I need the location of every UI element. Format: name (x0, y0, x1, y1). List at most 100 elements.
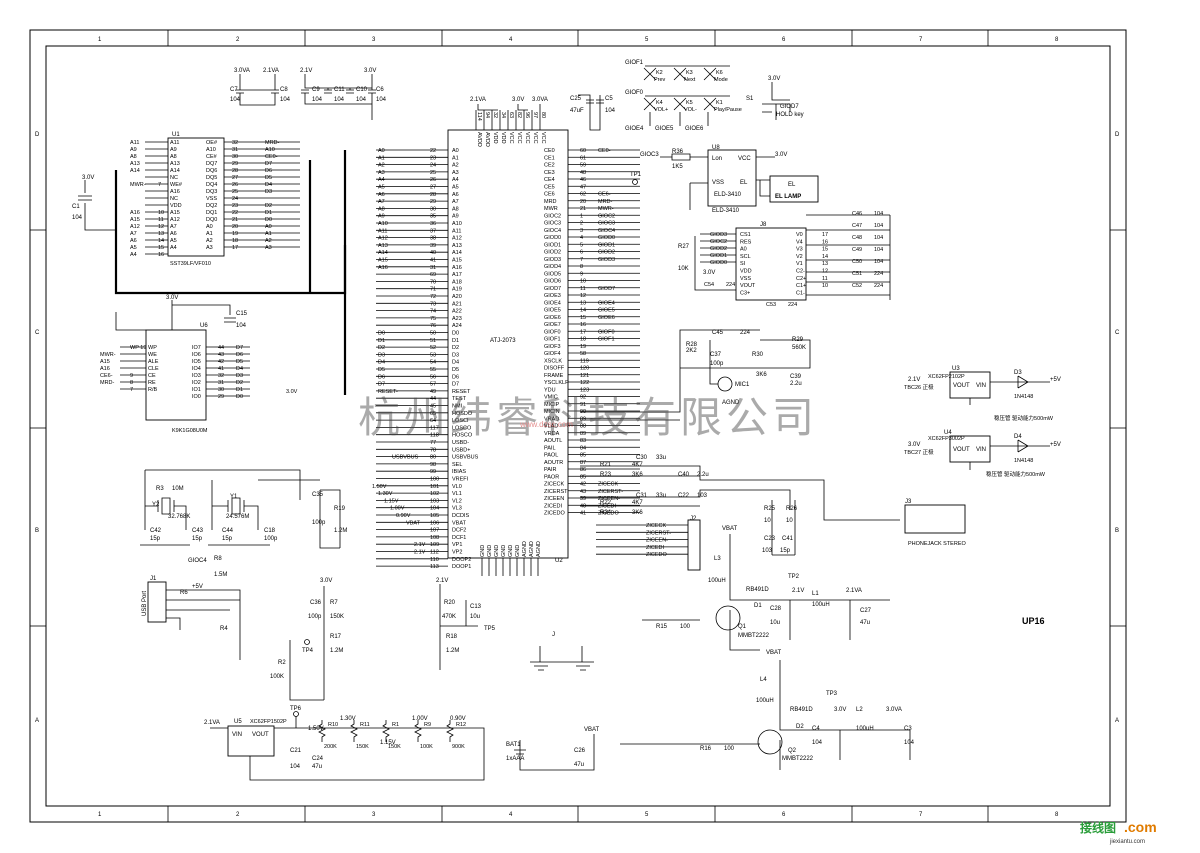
pin-number: 23 (232, 203, 238, 209)
svg-text:C30: C30 (636, 455, 648, 461)
svg-text:R2: R2 (278, 660, 286, 666)
cap-value: 104 (874, 259, 883, 265)
svg-text:PHONEJACK STEREO: PHONEJACK STEREO (908, 541, 966, 547)
pin-number: 83 (580, 438, 586, 444)
pin-name: CLE (148, 366, 159, 372)
pin-name: ZICEDO (544, 511, 566, 517)
svg-text:2K2: 2K2 (686, 348, 697, 354)
pin-number: 16 (580, 322, 586, 328)
cap-c1 (78, 180, 116, 231)
svg-text:XC62FP2102P: XC62FP2102P (928, 374, 965, 380)
pin-name: A4 (452, 177, 459, 183)
svg-text:2.1VA: 2.1VA (470, 97, 486, 103)
svg-text:R22: R22 (600, 500, 612, 506)
net-label: RESET- (378, 389, 398, 395)
svg-text:Q2: Q2 (788, 748, 797, 754)
pin-name: VLAD (544, 424, 558, 430)
col-label: 3 (372, 37, 376, 43)
pin-name: D3 (452, 352, 459, 358)
pin-name: D4 (452, 360, 459, 366)
svg-text:接线图: 接线图 (1080, 820, 1116, 835)
pin-name: PAIL (544, 445, 556, 451)
svg-text:104: 104 (290, 764, 301, 770)
transistor-q1 (715, 605, 741, 631)
ground-links: J (530, 632, 594, 671)
pin-number: 103 (430, 498, 439, 504)
pin-number: 27 (232, 175, 238, 181)
resistor-symbol (414, 720, 422, 742)
svg-text:AGND: AGND (722, 400, 740, 406)
svg-text:3.0V: 3.0V (775, 152, 787, 158)
pin-name: CE0 (544, 148, 555, 154)
pin-name: VDD (170, 203, 182, 209)
svg-text:10: 10 (786, 518, 793, 524)
net-label: MWR- (130, 182, 146, 188)
cap-value: 224 (874, 283, 883, 289)
pin-name: GIOF4 (544, 351, 561, 357)
pin-name: IO7 (192, 345, 201, 351)
hold-switch-s1: 3.0V S1 GIOD7 HOLD key (746, 76, 804, 120)
svg-text:100uH: 100uH (756, 698, 774, 704)
pin-name: VMIC (544, 395, 558, 401)
key-switch (643, 97, 657, 111)
pin-name: V2 (796, 254, 803, 260)
transistor-q2 (757, 729, 783, 755)
svg-text:15p: 15p (192, 536, 203, 542)
svg-text:C43: C43 (192, 528, 204, 534)
pin-number: 40 (430, 250, 436, 256)
svg-text:L2: L2 (856, 707, 863, 713)
pin-name: VP1 (452, 542, 462, 548)
pin-number: 13 (158, 231, 164, 237)
svg-text:VCC: VCC (738, 156, 751, 162)
svg-text:1.2M: 1.2M (446, 648, 459, 654)
pin-name: A12 (170, 217, 180, 223)
net-label: A4 (378, 177, 385, 183)
pin-name: A0 (740, 247, 747, 253)
svg-text:C31: C31 (636, 493, 648, 499)
svg-text:C42: C42 (150, 528, 162, 534)
pin-number: 22 (232, 210, 238, 216)
net-label: GIOD3 (710, 232, 727, 238)
pin-name: MRD (544, 199, 557, 205)
pin-number: 31 (232, 147, 238, 153)
svg-text:0.90V: 0.90V (450, 716, 466, 722)
pin-name: FRAME (544, 373, 564, 379)
cap-ref: C54 (704, 282, 714, 288)
net-label: A11 (130, 140, 139, 146)
cap-ref: C53 (766, 302, 776, 308)
svg-text:C39: C39 (790, 374, 802, 380)
pin-name: A1 (206, 231, 213, 237)
pin-name: IO1 (192, 387, 201, 393)
pin-number: 91 (580, 402, 586, 408)
net-label: 1.15V (384, 498, 399, 504)
net-label: ZICECK (646, 523, 667, 529)
pin-name: VDD (500, 132, 506, 144)
svg-text:GIOE6: GIOE6 (685, 126, 704, 132)
row-label: A (35, 718, 39, 724)
pin-number: 43 (218, 352, 224, 358)
pin-number: 73 (430, 301, 436, 307)
svg-text:R16: R16 (700, 746, 712, 752)
svg-text:2.1V: 2.1V (792, 588, 804, 594)
svg-text:1.2M: 1.2M (330, 648, 343, 654)
pin-number: 11 (158, 217, 164, 223)
net-label: GIOD7 (598, 286, 615, 292)
svg-text:100uH: 100uH (856, 726, 874, 732)
pin-name: A9 (452, 214, 459, 220)
net-label: D0 (378, 331, 385, 337)
svg-text:R18: R18 (446, 634, 458, 640)
svg-text:3K6: 3K6 (632, 510, 643, 516)
svg-text:1.00V: 1.00V (412, 716, 428, 722)
pin-name: LOSCO (452, 425, 472, 431)
pin-name: IBIAS (452, 469, 466, 475)
net-label: GIOE4 (598, 300, 615, 306)
pin-number: 114 (476, 112, 482, 121)
svg-text:L1: L1 (812, 591, 819, 597)
col-label: 1 (98, 37, 102, 43)
net-label: MRD- (598, 199, 613, 205)
svg-text:VIN: VIN (232, 732, 242, 738)
net-label: GIOD2 (598, 250, 615, 256)
pin-name: VDD (492, 132, 498, 144)
chip-part: K9K1G08U0M (172, 428, 208, 434)
